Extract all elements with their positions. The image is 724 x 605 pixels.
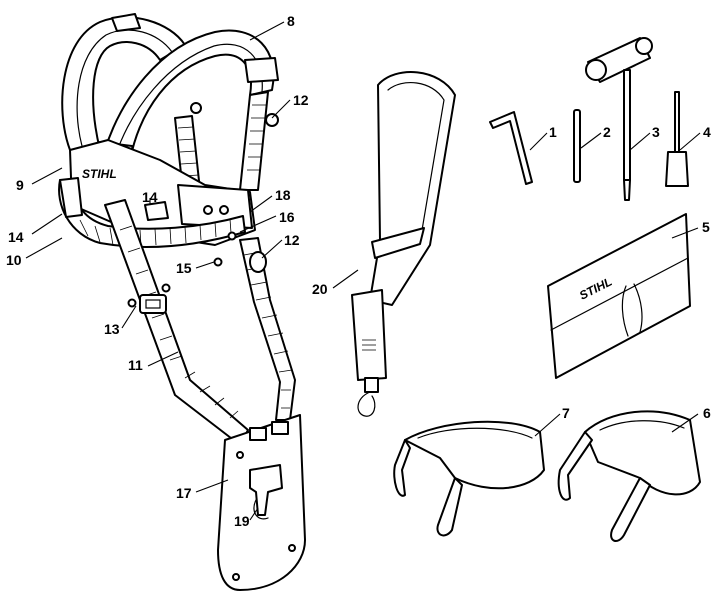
harness-assembly: STIHL [58,13,306,591]
single-shoulder-strap [351,71,456,417]
callout-labels: 1 2 3 4 5 6 7 8 9 10 11 12 12 13 14 14 1… [6,13,711,529]
left-shoulder-strap [61,13,186,151]
tools [489,37,689,201]
callout-3: 3 [652,124,660,140]
callout-13: 13 [104,321,120,337]
callout-16: 16 [279,209,295,225]
leader-lines [25,21,701,521]
tool-pouch: STIHL [547,213,691,379]
callout-14-right: 14 [142,189,158,205]
safety-glasses-6 [557,410,701,542]
callout-15: 15 [176,260,192,276]
hip-pad [217,414,306,591]
callout-19: 19 [234,513,250,529]
callout-12-upper: 12 [293,92,309,108]
callout-12-lower: 12 [284,232,300,248]
callout-8: 8 [287,13,295,29]
callout-14-left: 14 [8,229,24,245]
hip-strap [104,199,296,446]
callout-1: 1 [549,124,557,140]
callout-4: 4 [703,124,711,140]
callout-2: 2 [603,124,611,140]
callout-9: 9 [16,177,24,193]
callout-5: 5 [702,219,710,235]
callout-17: 17 [176,485,192,501]
safety-glasses-7 [393,420,545,537]
callout-6: 6 [703,405,711,421]
callout-20: 20 [312,281,328,297]
callout-7: 7 [562,405,570,421]
callout-18: 18 [275,187,291,203]
callout-11: 11 [128,357,143,373]
callout-10: 10 [6,252,22,268]
waist-belt [58,177,246,249]
brand-logo-harness: STIHL [82,167,117,181]
